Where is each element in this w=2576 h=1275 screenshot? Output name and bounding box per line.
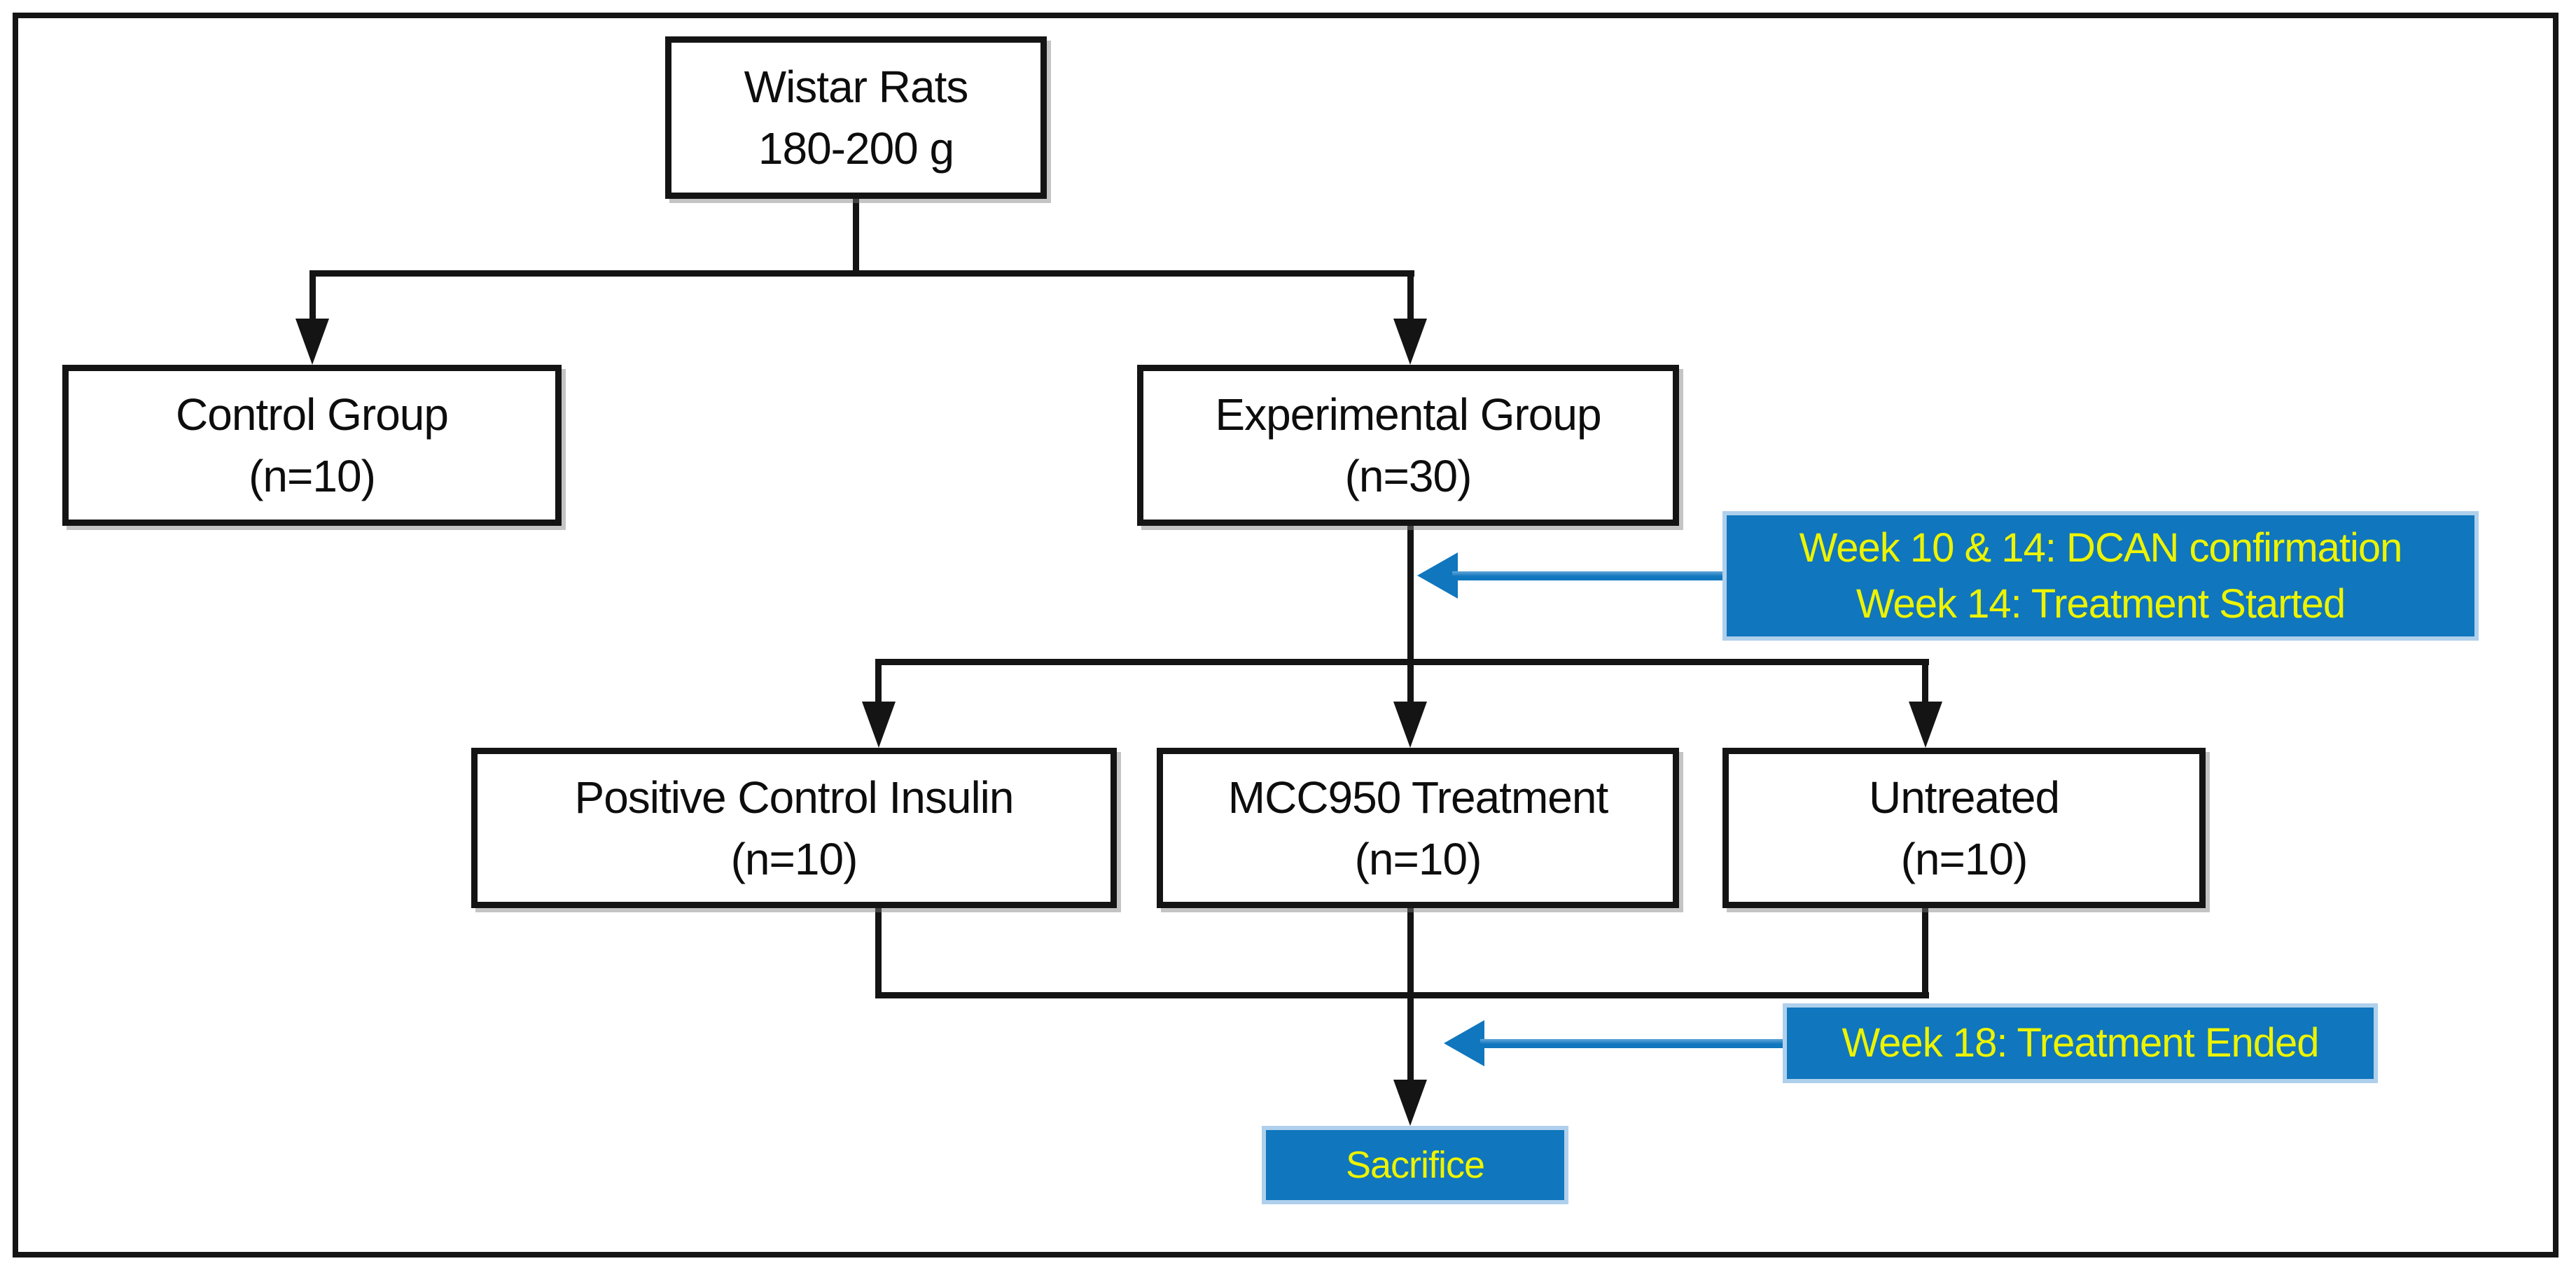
node-untreated: Untreated (n=10) bbox=[1722, 748, 2206, 908]
annotation-arrow-ended-head-icon bbox=[1444, 1020, 1484, 1066]
connector-to-sacrifice bbox=[1407, 908, 1414, 1083]
node-positive-control-insulin: Positive Control Insulin (n=10) bbox=[471, 748, 1117, 908]
arrowhead-down-sacrifice-icon bbox=[1393, 1080, 1427, 1126]
node-mcc950-treatment: MCC950 Treatment (n=10) bbox=[1157, 748, 1679, 908]
node-mcc950-treatment-line2: (n=10) bbox=[1354, 833, 1482, 884]
node-untreated-line2: (n=10) bbox=[1900, 833, 2028, 884]
annotation-dcan-line2: Week 14: Treatment Started bbox=[1856, 580, 2346, 627]
node-experimental-group-line2: (n=30) bbox=[1344, 451, 1473, 501]
node-sacrifice-label: Sacrifice bbox=[1345, 1144, 1485, 1186]
arrowhead-down-control-icon bbox=[295, 319, 329, 365]
node-wistar-rats: Wistar Rats 180-200 g bbox=[665, 36, 1047, 199]
arrowhead-down-mcc950-icon bbox=[1393, 702, 1427, 748]
node-positive-control-insulin-line1: Positive Control Insulin bbox=[574, 772, 1015, 823]
annotation-arrow-ended-shaft bbox=[1480, 1039, 1783, 1048]
node-control-group: Control Group (n=10) bbox=[62, 365, 562, 526]
node-untreated-line1: Untreated bbox=[1868, 772, 2060, 823]
annotation-arrow-dcan-head-icon bbox=[1417, 552, 1458, 599]
node-positive-control-insulin-line2: (n=10) bbox=[730, 833, 858, 884]
arrowhead-down-experimental-icon bbox=[1393, 319, 1427, 365]
annotation-dcan-line1: Week 10 & 14: DCAN confirmation bbox=[1799, 524, 2403, 571]
connector-wistar-stem bbox=[853, 199, 859, 274]
node-control-group-line1: Control Group bbox=[176, 389, 449, 440]
node-control-group-line2: (n=10) bbox=[249, 451, 376, 501]
connector-positive-down bbox=[875, 908, 882, 998]
connector-experimental-stem bbox=[1407, 526, 1414, 704]
annotation-treatment-ended-label: Week 18: Treatment Ended bbox=[1842, 1020, 2319, 1066]
annotation-arrow-dcan-shaft bbox=[1452, 571, 1722, 580]
node-wistar-rats-line2: 180-200 g bbox=[758, 123, 954, 174]
connector-to-control bbox=[309, 270, 316, 323]
arrowhead-down-untreated-icon bbox=[1909, 702, 1942, 748]
annotation-dcan-confirmation: Week 10 & 14: DCAN confirmation Week 14:… bbox=[1722, 511, 2479, 641]
arrowhead-down-positive-icon bbox=[862, 702, 896, 748]
node-wistar-rats-line1: Wistar Rats bbox=[744, 62, 969, 112]
connector-merge-horizontal bbox=[876, 992, 1929, 998]
connector-to-positive bbox=[875, 659, 882, 704]
annotation-treatment-ended: Week 18: Treatment Ended bbox=[1783, 1003, 2378, 1083]
connector-untreated-down bbox=[1922, 908, 1928, 998]
node-experimental-group-line1: Experimental Group bbox=[1215, 389, 1601, 440]
connector-to-untreated bbox=[1922, 659, 1928, 704]
node-mcc950-treatment-line1: MCC950 Treatment bbox=[1227, 772, 1608, 823]
node-sacrifice: Sacrifice bbox=[1262, 1126, 1568, 1204]
connector-split1-horizontal bbox=[309, 270, 1414, 277]
node-experimental-group: Experimental Group (n=30) bbox=[1137, 365, 1679, 526]
connector-to-experimental bbox=[1407, 270, 1414, 323]
connector-split2-horizontal bbox=[876, 659, 1929, 665]
